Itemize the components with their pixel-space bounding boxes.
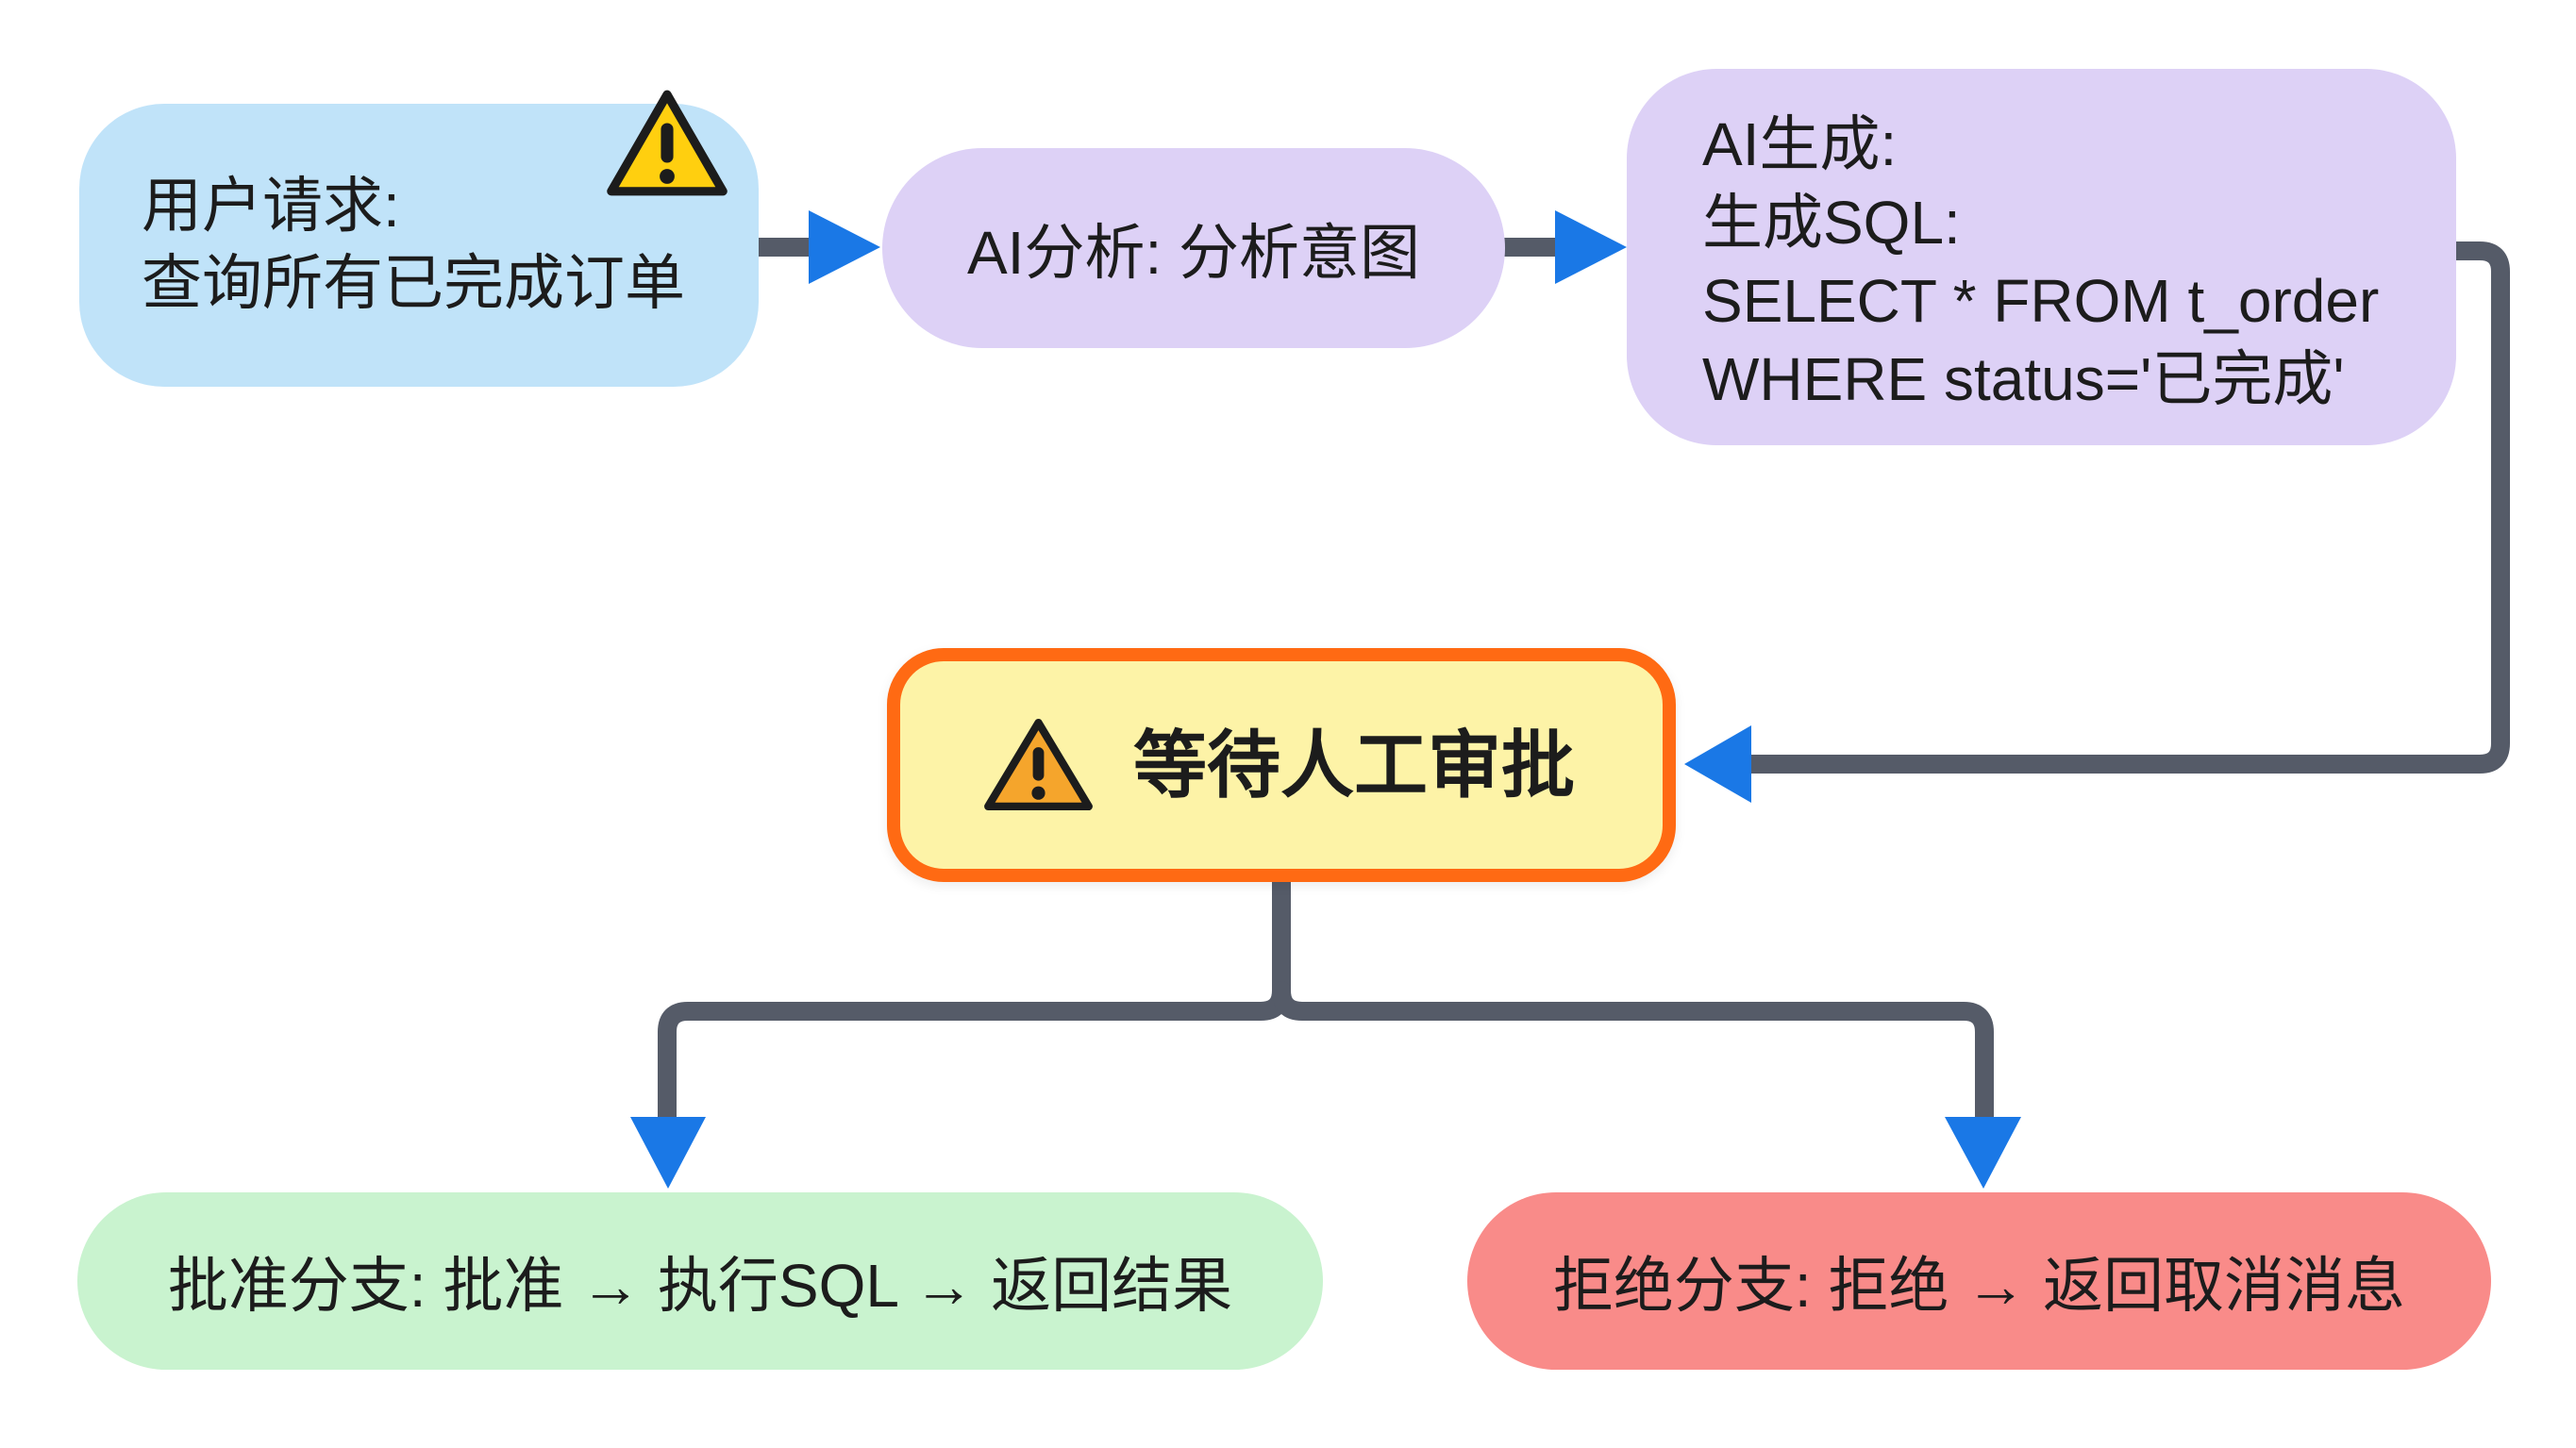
arrowhead-to-analysis bbox=[809, 210, 880, 284]
ai-generate-title: AI生成: bbox=[1702, 110, 1898, 178]
user-request-title: 用户请求: bbox=[142, 172, 400, 240]
reject-branch-node: 拒绝分支: 拒绝 → 返回取消消息 bbox=[1467, 1192, 2491, 1370]
ai-generate-node: AI生成: 生成SQL: SELECT * FROM t_order WHERE… bbox=[1627, 69, 2456, 445]
connector-approval-to-approve bbox=[658, 863, 1291, 1134]
ai-generate-text: AI生成: 生成SQL: SELECT * FROM t_order WHERE… bbox=[1702, 106, 2379, 419]
arrowhead-to-generate bbox=[1555, 210, 1627, 284]
user-request-text: 用户请求: 查询所有已完成订单 bbox=[142, 167, 685, 322]
warning-icon-dot bbox=[660, 169, 675, 184]
connector-approval-to-reject bbox=[1272, 981, 1994, 1134]
approve-branch-label: 批准分支: 批准 → 执行SQL → 返回结果 bbox=[167, 1252, 1233, 1320]
warning-icon bbox=[984, 718, 1093, 811]
ai-analysis-node: AI分析: 分析意图 bbox=[882, 148, 1505, 348]
approve-branch-node: 批准分支: 批准 → 执行SQL → 返回结果 bbox=[77, 1192, 1323, 1370]
connector-generate-to-approval bbox=[1734, 241, 2510, 774]
arrowhead-to-approval bbox=[1684, 725, 1751, 803]
ai-analysis-label: AI分析: 分析意图 bbox=[966, 219, 1421, 287]
warning-icon-bar bbox=[1032, 747, 1045, 781]
reject-branch-label: 拒绝分支: 拒绝 → 返回取消消息 bbox=[1552, 1252, 2406, 1320]
warning-icon-dot bbox=[1031, 786, 1045, 800]
user-request-node: 用户请求: 查询所有已完成订单 bbox=[79, 104, 759, 387]
arrowhead-to-reject bbox=[1945, 1117, 2021, 1189]
warning-icon bbox=[607, 90, 728, 196]
warning-icon-bar bbox=[661, 123, 674, 163]
ai-generate-subtitle: 生成SQL: bbox=[1702, 189, 1961, 257]
user-request-query: 查询所有已完成订单 bbox=[142, 249, 685, 317]
arrowhead-to-approve bbox=[630, 1117, 706, 1189]
human-approval-label: 等待人工审批 bbox=[1133, 724, 1576, 807]
sql-line-select: SELECT * FROM t_order bbox=[1702, 267, 2380, 335]
sql-line-where: WHERE status='已完成' bbox=[1702, 345, 2345, 413]
